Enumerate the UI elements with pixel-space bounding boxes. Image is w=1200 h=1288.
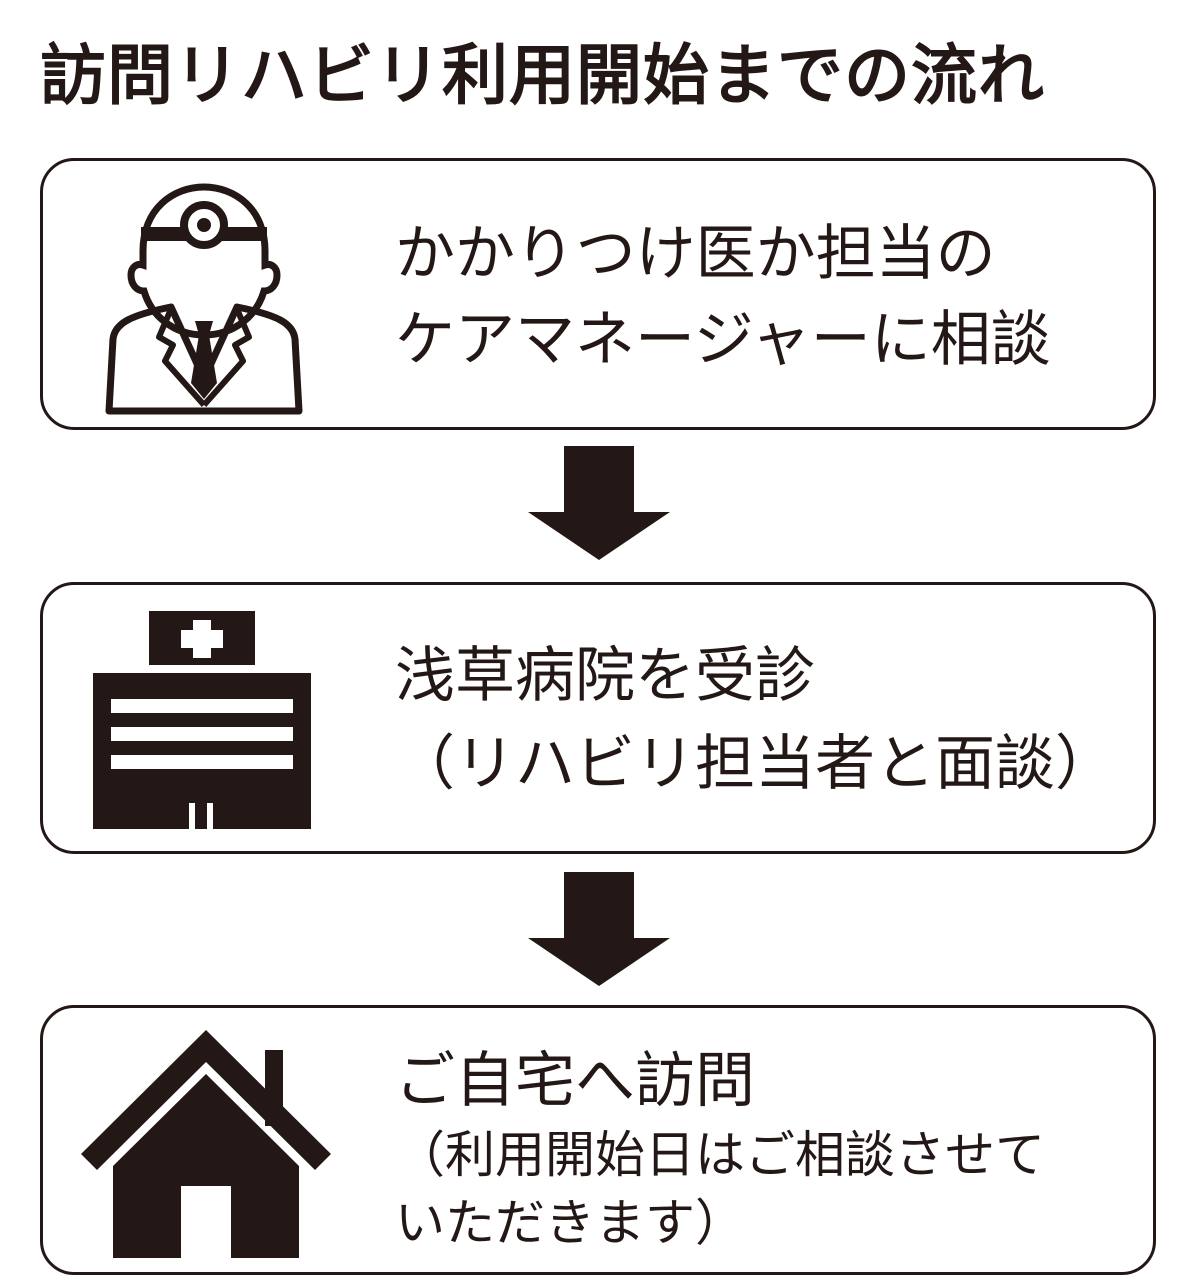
arrow-down-icon: [528, 872, 670, 986]
page-title: 訪問リハビリ利用開始までの流れ: [40, 37, 1045, 114]
house-icon: [81, 1030, 331, 1258]
step-line-1: ご自宅へ訪問: [395, 1046, 755, 1116]
step-line-2: （リハビリ担当者と面談）: [395, 729, 1115, 799]
step-line-1: 浅草病院を受診: [395, 641, 815, 711]
arrow-down-icon: [528, 446, 670, 560]
step-home-visit: ご自宅へ訪問 （利用開始日はご相談させて いただきます）: [40, 1005, 1156, 1275]
step-line-2: ケアマネージャーに相談: [395, 305, 1051, 375]
step-hospital-visit: 浅草病院を受診 （リハビリ担当者と面談）: [40, 582, 1156, 854]
step-consult: かかりつけ医か担当の ケアマネージャーに相談: [40, 158, 1156, 430]
hospital-icon: [93, 611, 311, 829]
step-line-1: かかりつけ医か担当の: [395, 219, 996, 289]
step-line-2: （利用開始日はご相談させて: [395, 1126, 1045, 1184]
doctor-icon: [105, 183, 303, 415]
step-line-3: いただきます）: [395, 1194, 745, 1252]
